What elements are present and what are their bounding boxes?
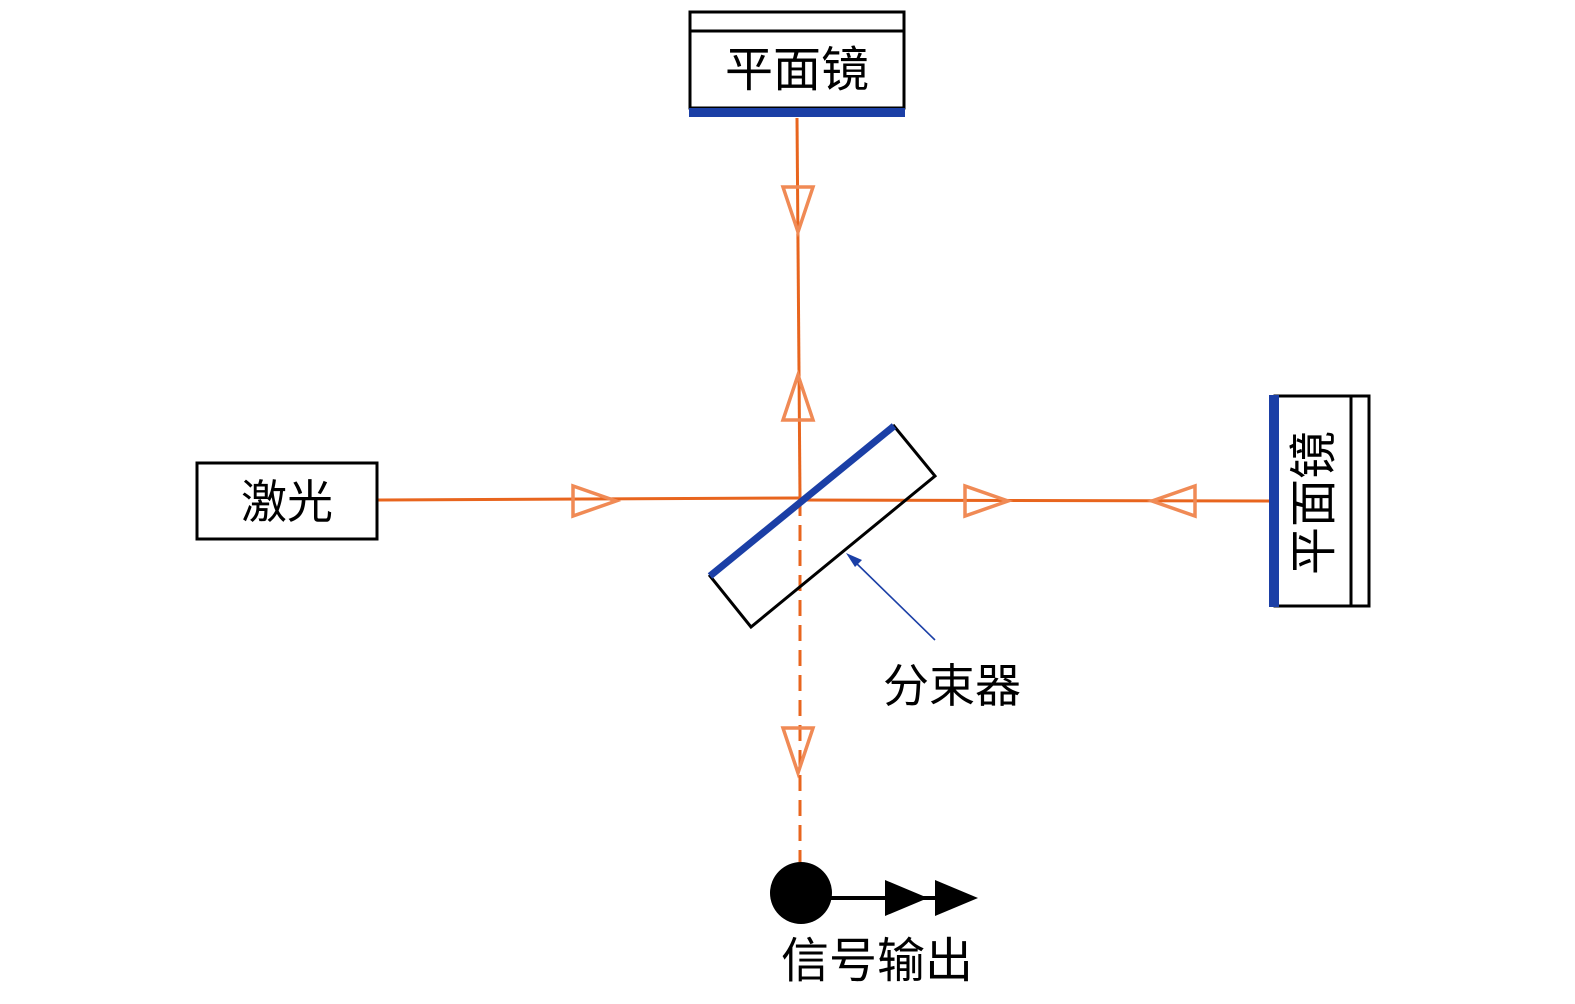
arrow-right-icon bbox=[963, 483, 1014, 519]
beam-paths bbox=[377, 117, 1273, 862]
beam-splitter-pointer-line bbox=[851, 558, 936, 641]
beam-splitter-to-top-mirror bbox=[795, 117, 802, 499]
mirror-top-box bbox=[688, 10, 906, 110]
mirror-top: 平面镜 bbox=[688, 10, 906, 117]
beam-arrows bbox=[571, 185, 1197, 779]
signal-output-label: 信号输出 bbox=[781, 933, 973, 989]
arrow-left-icon bbox=[1146, 483, 1197, 519]
beam-splitter bbox=[707, 423, 938, 630]
mirror-top-label: 平面镜 bbox=[725, 42, 869, 98]
beam-splitter-label: 分束器 bbox=[883, 659, 1021, 713]
beam-splitter-plate bbox=[707, 423, 938, 630]
mirror-right-reflective-surface bbox=[1269, 395, 1279, 607]
mirror-right-box bbox=[1273, 394, 1371, 608]
pointer-arrowhead-icon bbox=[846, 553, 862, 567]
signal-arrow-icon bbox=[935, 880, 978, 916]
signal-arrow-icon bbox=[885, 880, 928, 916]
beam-splitter-callout: 分束器 bbox=[846, 553, 1021, 713]
laser-box bbox=[195, 461, 379, 541]
arrow-right-icon bbox=[571, 483, 622, 519]
beam-laser-to-splitter bbox=[377, 496, 801, 502]
mirror-right-label: 平面镜 bbox=[1286, 431, 1342, 575]
mirror-top-reflective-surface bbox=[689, 108, 905, 117]
arrow-up-icon bbox=[780, 369, 816, 422]
beam-splitter-to-right-mirror bbox=[799, 498, 1273, 503]
laser-label: 激光 bbox=[241, 475, 333, 529]
mirror-right: 平面镜 bbox=[1269, 394, 1371, 608]
beam-splitter-coating bbox=[707, 423, 897, 579]
laser-source: 激光 bbox=[195, 461, 379, 541]
detector-dot bbox=[770, 862, 832, 924]
signal-output: 信号输出 bbox=[770, 862, 978, 989]
arrow-down-icon bbox=[780, 185, 816, 238]
arrow-down-icon bbox=[780, 726, 816, 779]
